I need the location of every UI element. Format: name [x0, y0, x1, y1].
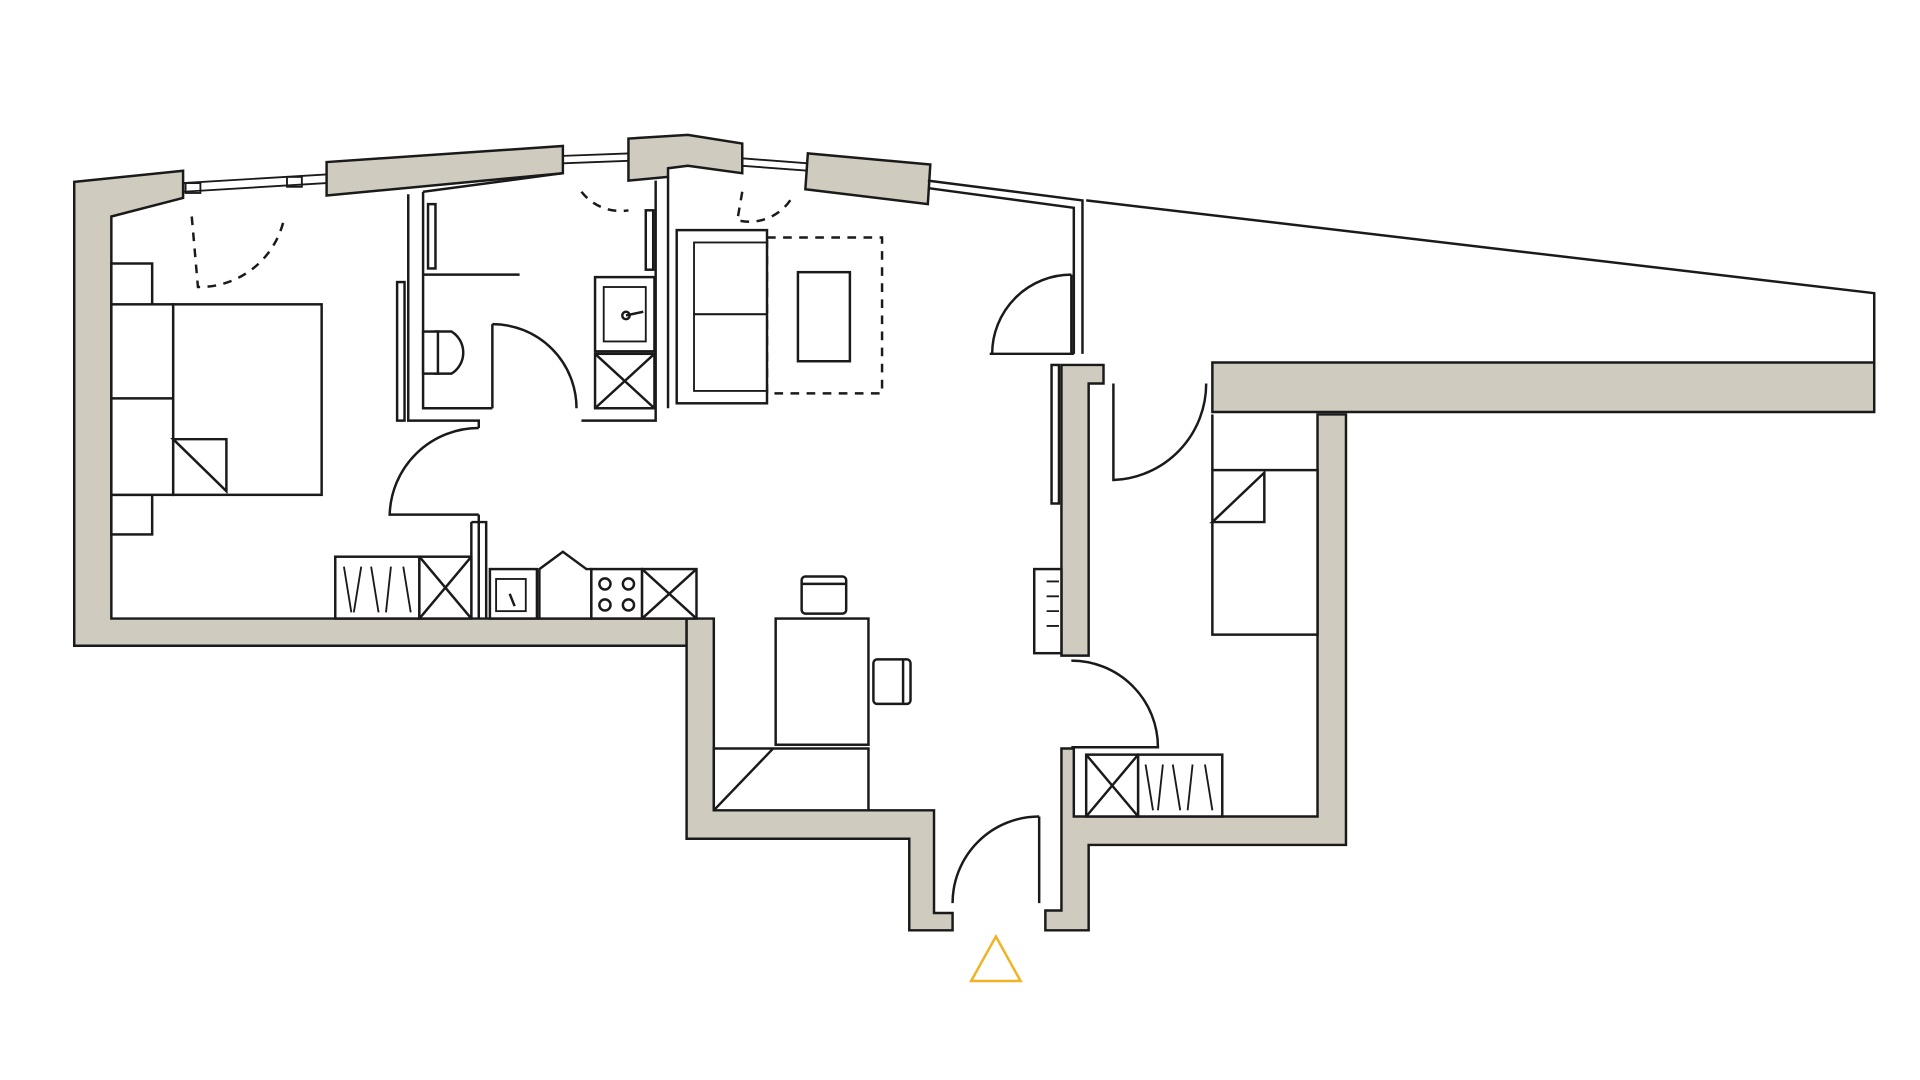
- cooktop: [590, 567, 644, 620]
- toilet-bowl: [434, 330, 465, 375]
- partition-bathroom-inner: [421, 191, 493, 410]
- dining-table: [774, 617, 870, 746]
- burner-1: [598, 577, 612, 591]
- wardrobe-bedroom-2: [1084, 753, 1224, 818]
- dining-chair-top: [800, 575, 848, 615]
- sliding-door-shower: [644, 209, 655, 271]
- toilet-tank: [421, 330, 440, 375]
- nightstand-top: [110, 262, 154, 309]
- window-bedroom-2: [183, 182, 327, 193]
- wall-bottom-central: [685, 617, 954, 932]
- wardrobe2-hangers: [1144, 764, 1214, 811]
- sofa-cushion-2: [693, 313, 768, 392]
- single-bed-fold: [1209, 469, 1266, 524]
- wardrobe2-cabinet-cross: [1085, 753, 1140, 818]
- wardrobe-hangers: [343, 566, 412, 613]
- door-window-bath: [580, 190, 629, 213]
- partition-bath-right: [581, 180, 657, 422]
- double-bed: [110, 262, 323, 536]
- living-area: [675, 228, 884, 405]
- shower-tray-cross: [594, 352, 656, 410]
- door-window-living: [735, 191, 793, 223]
- partition-glass-corner-inner: [927, 186, 1076, 354]
- dining-area: [712, 575, 912, 812]
- kitchen-cabinet-cross: [641, 568, 698, 620]
- wall-bottom-right: [1044, 413, 1348, 932]
- partition-kitchen-stub: [471, 520, 488, 619]
- bed-blanket-fold: [170, 437, 228, 495]
- door-terrace: [990, 273, 1072, 354]
- partition-bathroom-top: [422, 171, 564, 193]
- cabinet-bedroom-cross: [418, 555, 473, 620]
- bathroom-sink-basin: [602, 286, 647, 343]
- sink-faucet: [625, 310, 644, 317]
- single-bed-mattress: [1211, 468, 1319, 636]
- wall-main-outer: [72, 169, 688, 648]
- windows: [183, 152, 808, 194]
- sliding-door-bedroom: [395, 280, 406, 422]
- wall-top-right: [804, 152, 932, 206]
- window-living-2: [742, 164, 808, 172]
- door-bathroom: [492, 322, 578, 409]
- door-window-bedroom: [190, 216, 286, 289]
- sliding-door-bath: [426, 202, 437, 270]
- sliding-door-partition: [1050, 363, 1061, 505]
- shoe-cabinet-shelves: [1046, 580, 1059, 627]
- burner-4: [621, 598, 636, 612]
- corner-bench: [712, 747, 870, 812]
- nightstand-bottom: [110, 493, 154, 536]
- terrace-outline: [1086, 199, 1876, 363]
- furniture: [110, 228, 1319, 818]
- door-storage: [1071, 659, 1160, 749]
- single-bed: [1209, 414, 1319, 636]
- coffee-table: [796, 270, 852, 363]
- window-bath-1: [562, 152, 629, 157]
- doors: [190, 190, 1208, 904]
- burner-2: [621, 577, 636, 591]
- kitchen-faucet: [508, 593, 516, 607]
- window-bedroom-1: [183, 173, 327, 185]
- window-living-1: [742, 157, 808, 165]
- sliding-doors: [395, 202, 1061, 505]
- dining-chair-right: [872, 658, 912, 706]
- entrance-triangle-icon: [969, 933, 1023, 983]
- window-bath-2: [562, 159, 629, 165]
- window-sash-1: [184, 182, 202, 194]
- door-bedroom-2: [1112, 383, 1208, 482]
- toilet: [421, 330, 465, 375]
- kitchen-hood: [538, 550, 593, 620]
- corner-bench-diagonal: [712, 747, 775, 812]
- kitchen-units: [334, 550, 698, 620]
- burner-3: [598, 598, 612, 612]
- wall-top-middle: [627, 133, 744, 182]
- door-bedroom: [388, 426, 479, 516]
- wall-central-partition: [1060, 363, 1105, 657]
- sofa: [675, 228, 769, 405]
- shoe-cabinet: [1032, 567, 1063, 655]
- rug-outline: [765, 236, 884, 395]
- partition-bathroom-left: [407, 194, 480, 429]
- bathroom-fixtures: [593, 275, 656, 410]
- walls: [72, 133, 1876, 932]
- window-sash-2: [286, 175, 303, 188]
- bed-mattress: [171, 303, 323, 497]
- kitchen-sink-basin: [495, 578, 527, 613]
- door-entrance: [951, 815, 1040, 904]
- partition-glass-corner: [927, 179, 1084, 354]
- wall-right-band: [1211, 361, 1876, 414]
